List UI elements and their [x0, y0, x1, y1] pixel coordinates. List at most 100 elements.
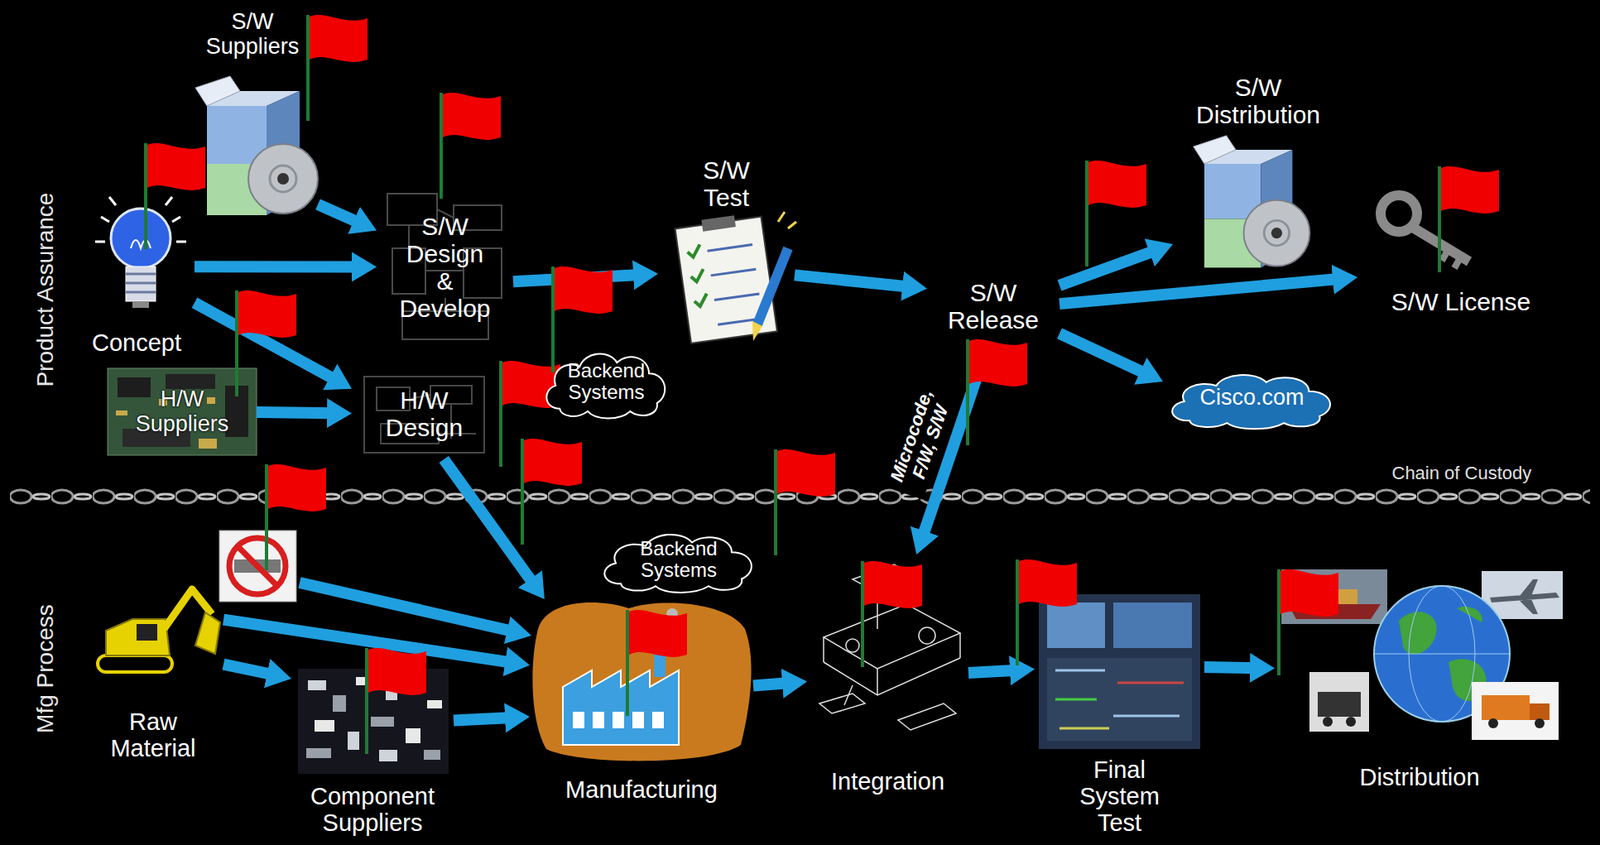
red-flag: [307, 14, 368, 121]
server-wireframe: [845, 639, 860, 653]
counterfeit-sign: [219, 530, 297, 602]
light-bulb-icon: [110, 208, 171, 269]
light-bulb-icon: [130, 240, 151, 249]
circuit-board-photo: [107, 368, 257, 456]
node-label: Raw Material: [95, 709, 212, 763]
node-label: Integration: [831, 768, 945, 796]
node-label: Concept: [91, 330, 182, 357]
checklist-icon: [693, 293, 709, 308]
circuit-board-photo: [117, 377, 151, 398]
circuit-board-photo: [198, 438, 217, 449]
components-photo: [306, 748, 332, 759]
transport-globe-icon: [1481, 695, 1530, 721]
checklist-icon: [701, 215, 736, 231]
transport-globe-icon: [1471, 682, 1559, 740]
transport-globe-icon: [1345, 716, 1356, 727]
excavator-icon: [97, 589, 221, 673]
node-label: S/W Suppliers: [190, 9, 315, 59]
concept-step: Concept: [78, 190, 195, 361]
node-label: Cisco.com: [1199, 385, 1304, 411]
light-bulb-icon: [132, 301, 149, 308]
test-lab-photo: [1038, 594, 1201, 750]
checklist-icon: [707, 245, 764, 326]
red-flag: [1278, 569, 1339, 676]
test-lab-photo: [1047, 658, 1192, 741]
light-bulb-icon: [176, 240, 187, 244]
red-flag: [441, 92, 501, 199]
factory-icon: [652, 711, 664, 729]
node-label: S/W Release: [939, 278, 1048, 334]
server-wireframe: [898, 703, 957, 731]
design-step: S/W Design & Develop: [376, 186, 514, 348]
checklist-icon: [690, 269, 706, 283]
components-photo: [347, 731, 360, 750]
transport-globe-icon: [1374, 653, 1510, 655]
cloud-outline: [1172, 374, 1331, 429]
hardware-schematic: [364, 376, 485, 453]
server-wireframe: [844, 685, 853, 706]
components-photo: [379, 749, 398, 762]
flow-arrow: [1059, 333, 1149, 375]
node-label: Component Suppliers: [297, 783, 447, 837]
backend-cloud: Backend Systems: [595, 523, 762, 596]
flow-arrow: [453, 717, 514, 721]
flow-arrow-decor: [504, 616, 532, 644]
flow-arrow: [794, 274, 911, 287]
checklist-icon: [714, 293, 760, 301]
lane-title: Mfg Process: [32, 604, 59, 734]
checklist-icon: [711, 269, 756, 276]
red-flag: [627, 610, 688, 716]
flow-arrow: [194, 260, 361, 273]
release-step: S/W Release: [927, 269, 1060, 344]
software-box-icon: [195, 76, 318, 216]
test-lab-photo: [1038, 594, 1201, 750]
transport-globe-icon: [1322, 716, 1333, 727]
transport-globe-icon: [1529, 703, 1550, 721]
counterfeit-sign: [229, 538, 286, 595]
factory-icon: [592, 711, 605, 729]
components-photo: [427, 700, 443, 709]
transport-globe-icon: [1398, 611, 1437, 654]
server-wireframe: [876, 668, 879, 696]
distribution-step: S/W Distribution: [1172, 70, 1344, 278]
light-bulb-icon: [95, 196, 187, 308]
test-lab-photo: [1113, 602, 1192, 649]
excavator-icon: [105, 619, 170, 656]
test-lab-photo: [1055, 669, 1106, 673]
node-label: Backend Systems: [631, 538, 727, 582]
excavator-icon: [97, 655, 173, 673]
red-flag: [366, 648, 427, 755]
components-photo: [314, 720, 335, 732]
checklist-icon: [778, 211, 797, 229]
factory-icon: [612, 711, 625, 729]
test-lab-photo: [1047, 602, 1106, 649]
transport-globe-icon: [1456, 606, 1483, 623]
node-label: S/W Design & Develop: [395, 212, 495, 322]
server-wireframe: [822, 637, 825, 663]
transport-globe-icon: [1534, 718, 1545, 729]
circuit-board-photo: [107, 368, 257, 456]
counterfeit-sign: [237, 546, 278, 587]
red-flag: [1439, 166, 1500, 273]
transport-globe-icon: [1489, 579, 1560, 615]
light-bulb-icon: [125, 273, 156, 293]
components-photo: [405, 728, 421, 744]
server-wireframe: [959, 633, 961, 659]
red-flag: [1017, 559, 1077, 666]
distribution-step: Distribution: [1274, 566, 1565, 795]
server-wireframe: [819, 693, 865, 714]
light-bulb-icon: [125, 273, 156, 276]
design-step: H/W Design: [351, 368, 497, 460]
server-wireframe: [823, 658, 961, 696]
test-lab-photo: [1055, 698, 1097, 702]
node-label: Distribution: [1359, 764, 1480, 792]
component-supplier-step: Component Suppliers: [291, 662, 454, 841]
factory-icon: [562, 670, 679, 745]
node-label: S/W Test: [689, 156, 764, 212]
integration-step: Integration: [807, 554, 969, 799]
flow-arrow: [1059, 249, 1158, 286]
checklist-icon: [787, 221, 797, 229]
